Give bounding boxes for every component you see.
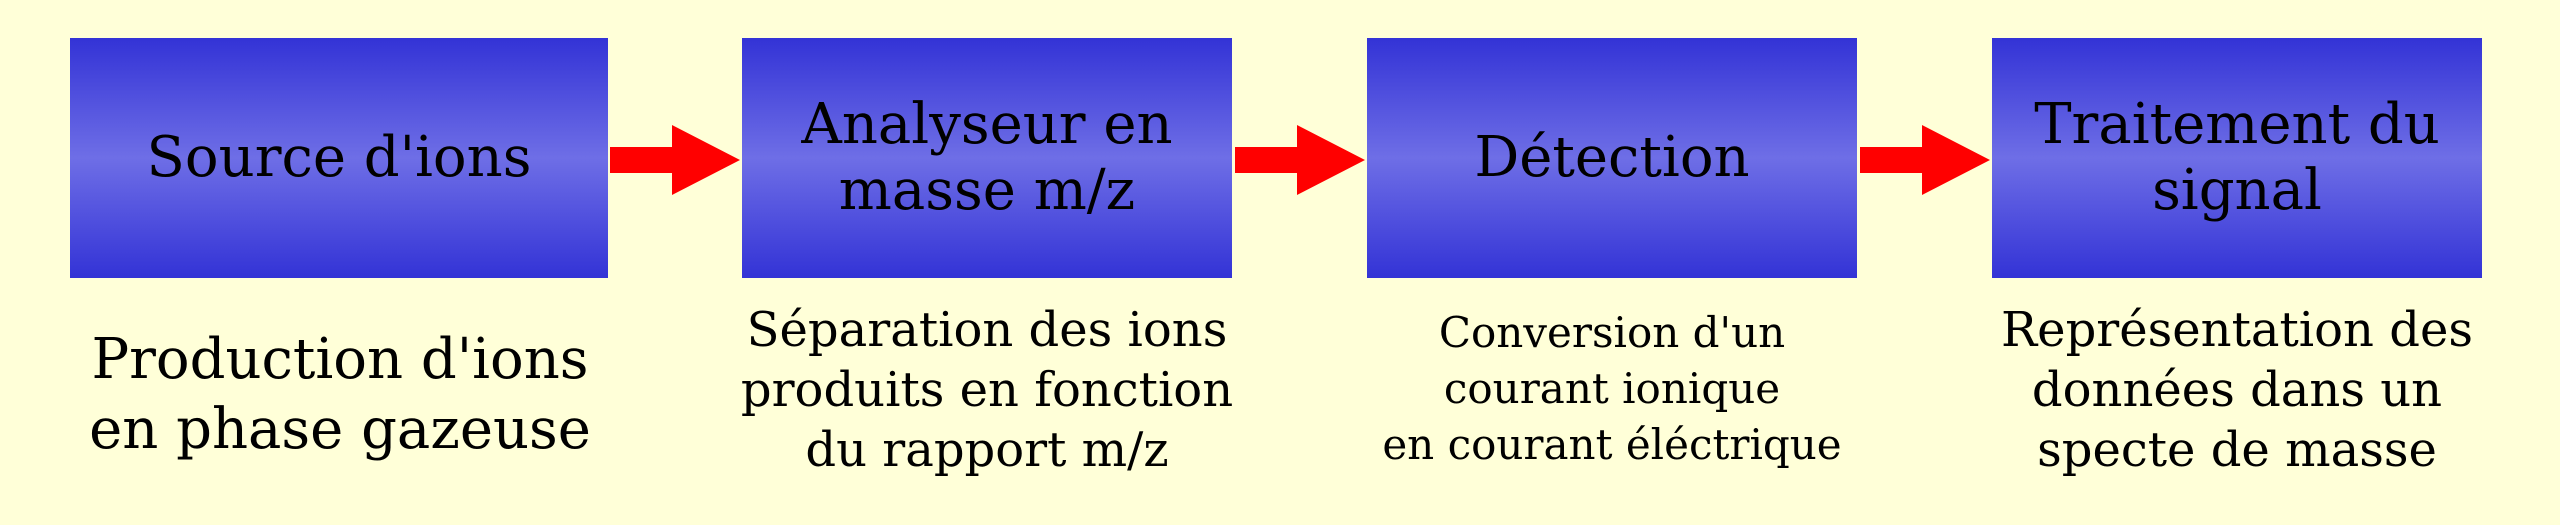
stage-description: Conversion d'un courant ionique en coura…	[1382, 308, 1842, 469]
stage-box-ion-source: Source d'ions	[70, 38, 608, 278]
stage-label: Traitement du signal	[2034, 92, 2440, 223]
stage-description: Séparation des ions produits en fonction…	[740, 302, 1234, 478]
flow-arrow-1	[610, 125, 740, 195]
flow-arrow-3	[1860, 125, 1990, 195]
stage-label: Détection	[1474, 125, 1750, 190]
stage-box-detection: Détection	[1367, 38, 1857, 278]
stage-box-mass-analyzer: Analyseur en masse m/z	[742, 38, 1232, 278]
flow-arrow-2	[1235, 125, 1365, 195]
stage-label: Analyseur en masse m/z	[801, 92, 1173, 223]
stage-description: Représentation des données dans un spect…	[2001, 302, 2473, 478]
stage-box-signal-processing: Traitement du signal	[1992, 38, 2482, 278]
stage-description: Production d'ions en phase gazeuse	[89, 327, 591, 462]
stage-label: Source d'ions	[146, 125, 532, 190]
